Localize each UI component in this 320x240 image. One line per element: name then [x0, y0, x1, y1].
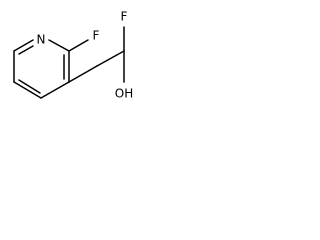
bond-c6-n1 — [13, 39, 34, 52]
atom-hydroxyl: OH — [115, 87, 133, 101]
atom-nitrogen: N — [37, 33, 46, 47]
bond-calpha-cbeta — [96, 50, 125, 67]
bond-c3-c4 — [40, 81, 70, 99]
molecule-structure: N F F OH — [13, 10, 133, 101]
atom-fluorine-ring: F — [93, 29, 100, 43]
bond-c6-n1-inner — [18, 45, 34, 55]
bond-c4-c5-inner — [18, 79, 41, 94]
bond-c4-c5 — [13, 81, 42, 99]
atom-fluorine-chain: F — [121, 10, 128, 24]
bond-n1-c2 — [48, 39, 70, 52]
bond-c2-f — [68, 39, 89, 52]
bond-c3-calpha — [68, 65, 98, 83]
